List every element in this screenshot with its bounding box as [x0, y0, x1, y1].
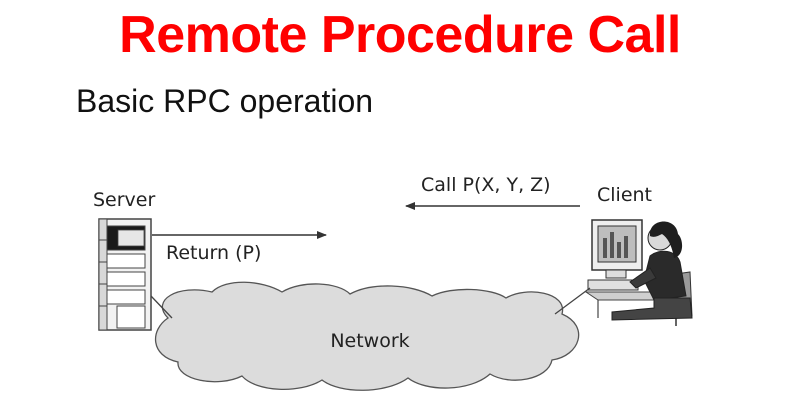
client-network-link — [554, 287, 591, 315]
network-label: Network — [330, 330, 409, 352]
client-workstation-icon — [584, 219, 693, 326]
server-tower-icon — [98, 218, 152, 331]
client-label: Client — [597, 184, 652, 206]
return-label: Return (P) — [166, 242, 261, 264]
slide-title: Remote Procedure Call — [119, 6, 681, 64]
slide-subtitle: Basic RPC operation — [76, 83, 374, 119]
call-label: Call P(X, Y, Z) — [421, 174, 551, 196]
server-label: Server — [93, 189, 155, 211]
server-network-link — [150, 295, 173, 319]
network-cloud-icon — [154, 281, 580, 391]
